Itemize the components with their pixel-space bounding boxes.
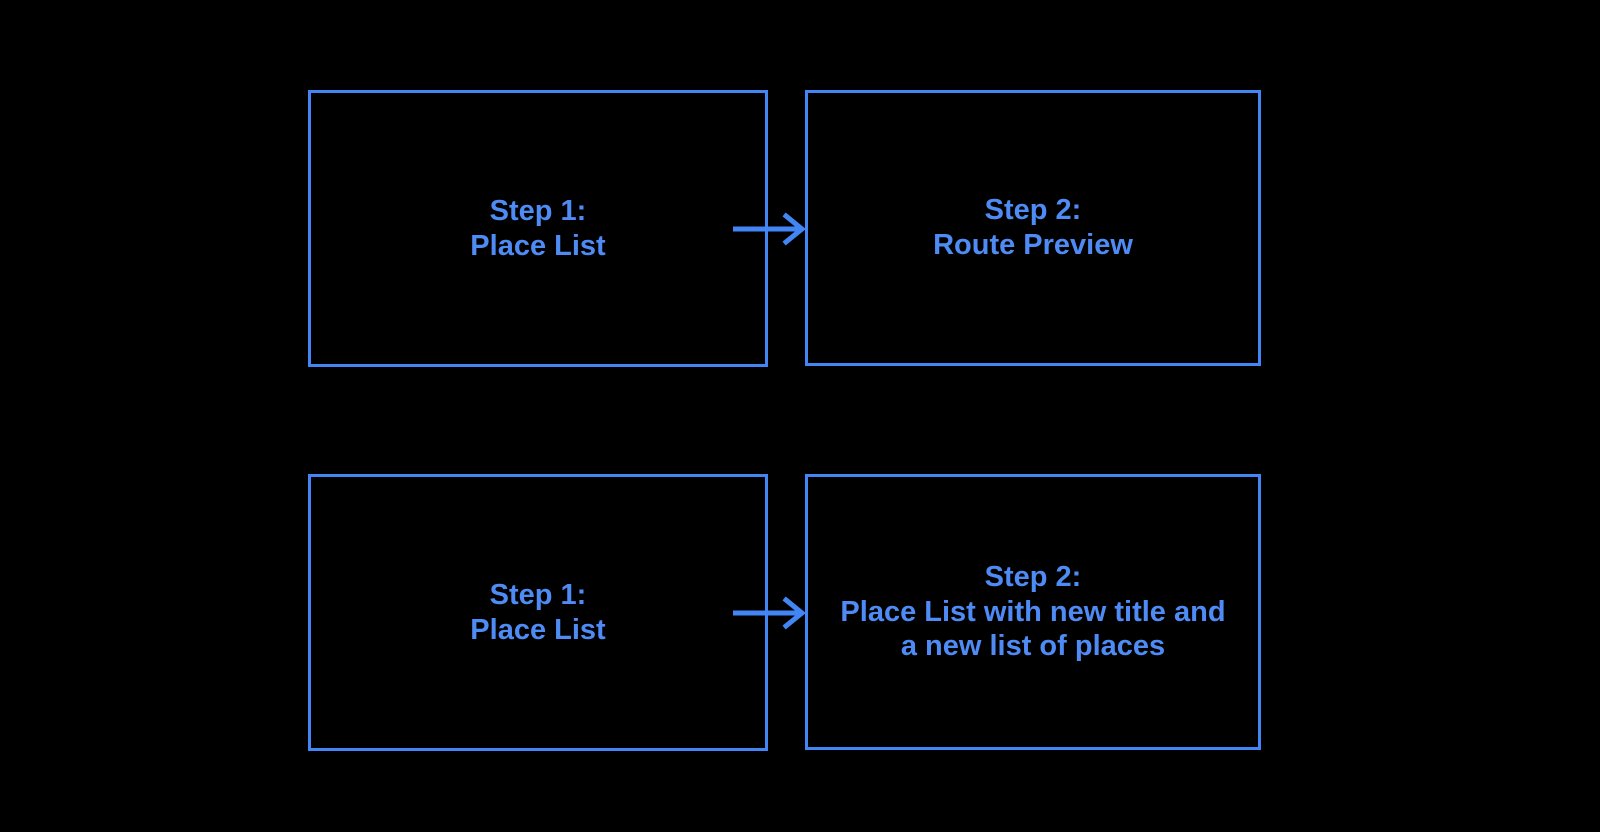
step-box-label: Step 2: Route Preview xyxy=(933,194,1133,261)
step-box-top-step-2[interactable]: Step 2: Route Preview xyxy=(805,90,1261,366)
step-box-bottom-step-1[interactable]: Step 1: Place List xyxy=(308,474,768,751)
flow-row-new-place-list: Step 1: Place List Step 2: Place List wi… xyxy=(0,474,1600,752)
step-box-label: Step 1: Place List xyxy=(470,578,606,646)
step-box-label: Step 2: Place List with new title and a … xyxy=(840,560,1226,663)
step-box-bottom-step-2[interactable]: Step 2: Place List with new title and a … xyxy=(805,474,1261,750)
flow-row-route-preview: Step 1: Place List Step 2: Route Preview xyxy=(0,90,1600,368)
step-box-top-step-1[interactable]: Step 1: Place List xyxy=(308,90,768,367)
step-box-label: Step 1: Place List xyxy=(470,194,606,262)
